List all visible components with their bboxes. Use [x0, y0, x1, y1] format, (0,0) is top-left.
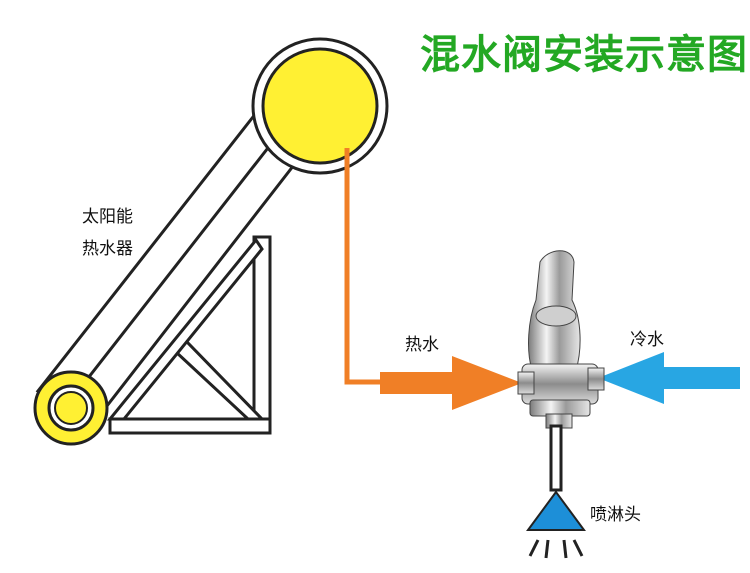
cold-water-arrow [598, 352, 740, 404]
cold-water-label: 冷水 [630, 330, 664, 350]
heater-label-line2: 热水器 [82, 239, 133, 259]
tube-end-cap [33, 370, 109, 446]
diagram-title: 混水阀安装示意图 [420, 32, 748, 78]
shower-head [526, 490, 586, 531]
hot-water-pipe [344, 148, 384, 385]
hot-water-label: 热水 [405, 335, 439, 355]
support-stand [106, 235, 272, 435]
heater-label-line1: 太阳能 [82, 207, 133, 227]
hot-water-arrow [380, 356, 522, 410]
mixing-valve [517, 250, 605, 429]
water-spray [528, 539, 584, 559]
storage-tank [251, 37, 389, 175]
shower-head-label: 喷淋头 [590, 505, 641, 525]
shower-pipe [549, 424, 563, 492]
